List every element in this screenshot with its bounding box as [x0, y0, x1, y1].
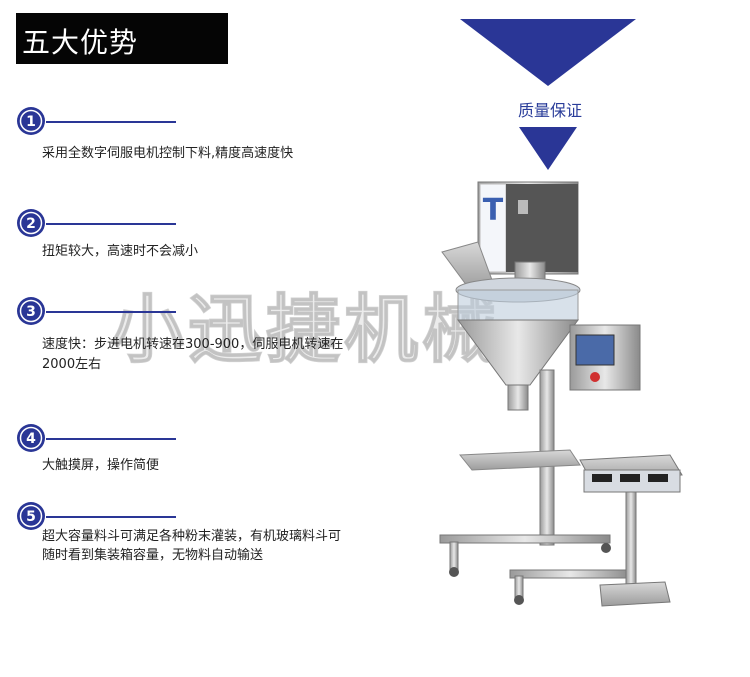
number-badge-4: 4 [17, 424, 45, 452]
divider-line [46, 516, 176, 518]
filling-nozzle [507, 384, 529, 411]
wheels [449, 543, 611, 605]
funnel-top-triangle [460, 19, 636, 86]
advantage-text: 扭矩较大，高速时不会减小 [42, 244, 199, 259]
divider-line [46, 438, 176, 440]
number-badge-1: 1 [17, 107, 45, 135]
advantage-text-line-1: 超大容量料斗可满足各种粉末灌装，有机玻璃料斗可 [42, 529, 342, 544]
advantage-text-line-2: 随时看到集装箱容量，无物料自动输送 [42, 548, 264, 563]
number-badge-3: 3 [17, 297, 45, 325]
glass-hopper [457, 289, 579, 321]
advantage-text-line-2: 2000左右 [42, 357, 102, 372]
badge-number: 2 [26, 216, 36, 232]
divider-line [46, 121, 176, 123]
powder-filling-machine-image: T [439, 181, 683, 607]
quality-assurance-label: 质量保证 [517, 101, 582, 120]
section-title: 五大优势 [22, 26, 139, 59]
number-badge-2: 2 [17, 209, 45, 237]
watermark: 小迅捷机械 [109, 286, 500, 374]
divider-line [46, 311, 176, 313]
advantage-text: 大触摸屏，操作简便 [42, 458, 160, 473]
touch-screen-panel [569, 324, 641, 391]
bag-tray [458, 449, 581, 471]
advantage-text-line-1: 速度快：步进电机转速在300-900，伺服电机转速在 [42, 337, 344, 352]
badge-number: 1 [26, 114, 36, 130]
hopper-cone [457, 319, 579, 386]
quality-funnel-graphic [460, 19, 636, 170]
svg-text:T: T [483, 193, 504, 228]
badge-number: 3 [26, 304, 36, 320]
weighing-scale [579, 454, 683, 607]
advantage-text: 采用全数字伺服电机控制下料,精度高速度快 [42, 146, 294, 161]
divider-line [46, 223, 176, 225]
section-header: 五大优势 [16, 13, 228, 64]
funnel-bottom-triangle [519, 127, 577, 170]
badge-number: 5 [26, 509, 36, 525]
number-badge-5: 5 [17, 502, 45, 530]
badge-number: 4 [26, 431, 36, 447]
motor-housing: T [477, 181, 579, 275]
